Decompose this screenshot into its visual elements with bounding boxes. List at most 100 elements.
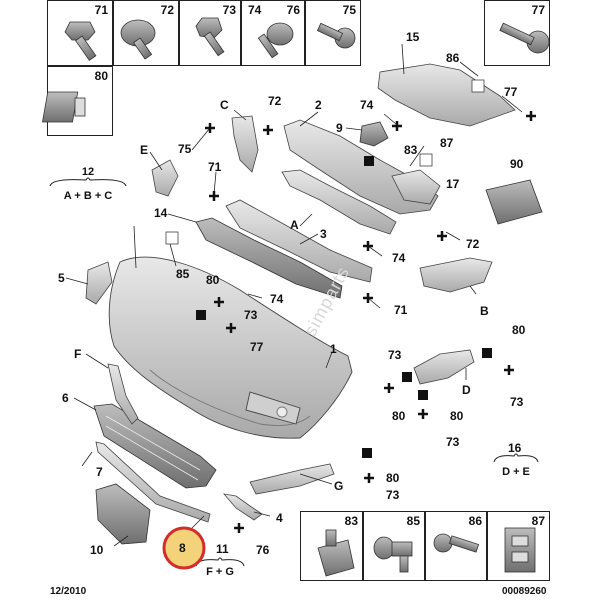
cell-number: 87 (531, 514, 545, 528)
label-6: 6 (62, 391, 69, 405)
label-11: 11 (216, 542, 229, 556)
reference-code: 00089260 (502, 586, 547, 597)
cell-number: 75 (342, 3, 356, 17)
label-72: 72 (268, 94, 282, 108)
guide-17 (391, 169, 441, 205)
label-5: 5 (58, 271, 65, 285)
screw-73-icon (195, 17, 225, 57)
label-87: 87 (440, 136, 454, 150)
cell-number: 72 (160, 3, 174, 17)
label-2: 2 (315, 98, 322, 112)
group-12-parts: A + B + C (63, 190, 113, 202)
group-11-parts: F + G (206, 566, 234, 578)
label-86: 86 (446, 51, 460, 65)
label-80-upper: 80 (206, 273, 220, 287)
radiator-grille-9 (359, 121, 389, 147)
fog-grille-10 (95, 483, 151, 545)
screw-74-76-icon (257, 22, 294, 59)
lower-trim-g (249, 463, 335, 495)
absorber-3 (225, 199, 373, 283)
upper-crossmember-15 (377, 63, 516, 127)
label-83: 83 (404, 143, 418, 157)
side-bracket-c (231, 115, 259, 173)
label-a: A (290, 218, 299, 232)
label-71: 71 (208, 160, 222, 174)
cell-number: 86 (468, 514, 482, 528)
label-f: F (74, 347, 82, 361)
label-90: 90 (510, 157, 524, 171)
label-72-lower: 72 (466, 237, 480, 251)
label-80-right: 80 (512, 323, 526, 337)
push-pin-86-icon (433, 533, 480, 553)
bracket-87-icon (504, 527, 536, 573)
date-code: 12/2010 (50, 586, 87, 597)
trim-strip-7 (95, 441, 211, 523)
absorber-a (281, 169, 397, 235)
label-74: 74 (360, 98, 374, 112)
screw-72-icon (120, 19, 156, 60)
label-c: C (220, 98, 229, 112)
cell-71: 71 (47, 0, 113, 66)
bracket-d (413, 349, 475, 385)
label-10: 10 (90, 543, 104, 557)
label-3: 3 (320, 227, 327, 241)
label-4: 4 (276, 511, 283, 525)
clip-bag-90-icon (485, 179, 543, 225)
screw-71-icon (64, 21, 97, 61)
label-17: 17 (446, 177, 460, 191)
highlight-ring (162, 526, 206, 570)
bumper-skin-1 (108, 256, 353, 439)
cell-number: 80 (94, 69, 108, 83)
label-b: B (480, 304, 489, 318)
lower-trim-4 (222, 493, 263, 521)
label-76: 76 (256, 543, 270, 557)
cell-number: 71 (94, 3, 108, 17)
side-bracket-e (151, 159, 179, 197)
label-74-mid: 74 (392, 251, 406, 265)
label-73-lowmid: 73 (446, 435, 460, 449)
label-80-lowmid: 80 (450, 409, 464, 423)
label-75: 75 (178, 142, 192, 156)
clip-85-icon (373, 536, 413, 573)
label-16: 16 (508, 441, 522, 455)
label-d: D (462, 383, 471, 397)
clip-80-icon (42, 91, 86, 123)
grille-frame-f (107, 363, 139, 425)
cell-number: 83 (344, 514, 358, 528)
label-74-lower: 74 (270, 292, 284, 306)
group-12: 12 (50, 166, 126, 180)
label-77-lower: 77 (250, 340, 264, 354)
open-markers (165, 79, 485, 245)
label-73-mid: 73 (388, 348, 402, 362)
group-braces (49, 177, 539, 567)
label-73-bottom: 73 (386, 488, 400, 502)
label-g: G (334, 479, 344, 493)
label-15: 15 (406, 30, 420, 44)
label-80-bottom: 80 (386, 471, 400, 485)
label-85: 85 (176, 267, 190, 281)
label-9: 9 (336, 121, 343, 135)
cell-number: 73 (222, 3, 236, 17)
label-80-mid: 80 (392, 409, 406, 423)
screw-75-icon (316, 22, 356, 49)
label-7: 7 (96, 465, 103, 479)
label-73-right: 73 (510, 395, 524, 409)
cell-number: 85 (406, 514, 420, 528)
clip-83-icon (317, 529, 355, 577)
label-8: 8 (179, 541, 186, 555)
label-e: E (140, 143, 149, 157)
cell-number-76: 76 (286, 3, 300, 17)
screw-markers (205, 111, 536, 533)
side-trim-b (419, 257, 493, 293)
label-73-upper: 73 (244, 308, 258, 322)
cell-number: 77 (531, 3, 545, 17)
group-12-number: 12 (81, 166, 95, 178)
label-14: 14 (154, 206, 168, 220)
clip-markers (196, 156, 492, 458)
label-1: 1 (330, 342, 337, 356)
absorber-14 (195, 217, 343, 299)
label-71-lower: 71 (394, 303, 408, 317)
leader-lines (65, 43, 523, 547)
screw-77-icon (499, 22, 550, 54)
